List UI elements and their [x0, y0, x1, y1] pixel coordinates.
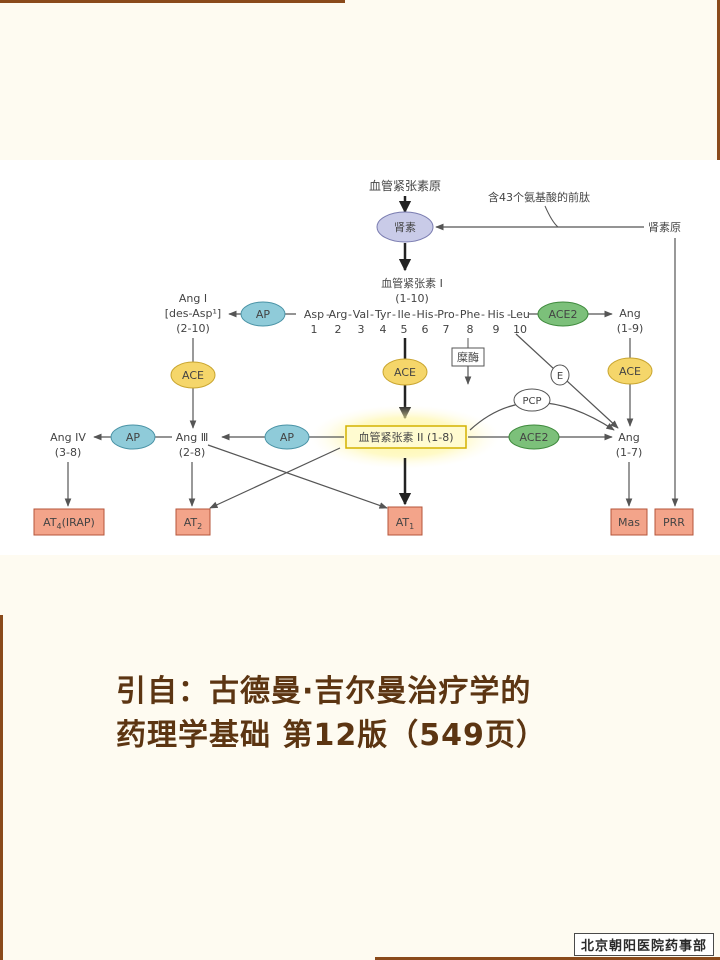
svg-text:-: -: [326, 308, 330, 321]
ap-enzyme-left: [110, 424, 156, 450]
frame-bottom-right: [375, 957, 720, 960]
svg-text:-: -: [412, 308, 416, 321]
ace-label-right: ACE: [619, 365, 641, 378]
pos-3: 3: [358, 323, 365, 336]
watermark-stamp: 北京朝阳医院药事部: [573, 933, 714, 956]
ap-label-top: AP: [256, 308, 271, 321]
desasp-line2: [des-Asp¹]: [165, 307, 221, 320]
aa-5: Ile: [397, 308, 410, 321]
prr-receptor-label: PRR: [663, 516, 685, 529]
svg-text:-: -: [348, 308, 352, 321]
ang4-line1: Ang IV: [50, 431, 86, 444]
aa-6: His: [416, 308, 433, 321]
at2-receptor-box: [175, 508, 211, 536]
ang4-line2: (3-8): [55, 446, 82, 459]
desasp-line3: (2-10): [176, 322, 210, 335]
renin-label: 肾素: [394, 221, 416, 234]
aa-1: Asp: [304, 308, 324, 321]
angiotensinogen-label: 血管紧张素原: [369, 178, 441, 193]
ang19-line1: Ang: [619, 307, 640, 320]
ang3-line1: Ang Ⅲ: [176, 431, 209, 444]
aa-4: Tyr: [374, 308, 392, 321]
ang19-line2: (1-9): [617, 322, 644, 335]
renin-enzyme: [376, 211, 434, 243]
pos-8: 8: [467, 323, 474, 336]
ace-enzyme-left: [170, 361, 216, 389]
aa-10: Leu: [510, 308, 530, 321]
ap-label-middle: AP: [280, 431, 295, 444]
at4-receptor-box: [33, 508, 105, 536]
caption-line-1: 引自：古德曼·吉尔曼治疗学的: [116, 674, 532, 709]
arrow-ang3-to-at1: [207, 444, 388, 509]
ace-enzyme-right: [607, 357, 653, 385]
e-label: E: [557, 371, 563, 382]
svg-text:-: -: [481, 308, 485, 321]
ap-enzyme-top: [240, 301, 286, 327]
pos-9: 9: [493, 323, 500, 336]
svg-text:-: -: [434, 308, 438, 321]
ang2-label: 血管紧张素 II (1-8): [358, 430, 453, 444]
aa-9: His: [487, 308, 504, 321]
pos-10: 10: [513, 323, 527, 336]
svg-text:-: -: [455, 308, 459, 321]
chymase-label: 糜酶: [457, 350, 479, 364]
e-enzyme: [550, 364, 570, 386]
ang1-name: 血管紧张素 I: [381, 276, 443, 290]
pos-5: 5: [401, 323, 408, 336]
prr-receptor-box: [654, 508, 694, 536]
ang3-line2: (2-8): [179, 446, 206, 459]
frame-left-bottom: [0, 615, 3, 960]
prorenin-label: 肾素原: [648, 221, 681, 234]
pos-1: 1: [311, 323, 318, 336]
ap-enzyme-middle: [264, 424, 310, 450]
frame-top-left: [0, 0, 345, 3]
svg-text:-: -: [507, 308, 511, 321]
mas-receptor-label: Mas: [618, 516, 640, 529]
svg-text:-: -: [370, 308, 374, 321]
pcp-enzyme: [513, 388, 551, 412]
caption-line-2: 药理学基础 第12版（549页）: [116, 718, 547, 753]
precursor-note: 含43个氨基酸的前肽: [488, 190, 590, 204]
ace2-enzyme-top: [537, 301, 589, 327]
aa-7: Pro: [437, 308, 455, 321]
at4-receptor-label: AT4(IRAP): [43, 516, 95, 531]
ace-label-left: ACE: [182, 369, 204, 382]
at1-receptor-label: AT1: [396, 516, 414, 531]
ap-label-left: AP: [126, 431, 141, 444]
aa-8: Phe: [460, 308, 481, 321]
ang2-box: [345, 425, 467, 449]
pos-6: 6: [422, 323, 429, 336]
sequence-position-numbers: 1 2 3 4 5 6 7 8 9 10: [311, 323, 528, 336]
pos-7: 7: [443, 323, 450, 336]
ang17-line1: Ang: [618, 431, 639, 444]
desasp-line1: Ang I: [179, 292, 207, 305]
pcp-label: PCP: [522, 396, 541, 407]
pos-4: 4: [380, 323, 387, 336]
ace-enzyme-center: [382, 358, 428, 386]
arrow-ang2-to-at2: [209, 447, 341, 509]
diagram-background: [0, 160, 720, 555]
ace-label-center: ACE: [394, 366, 416, 379]
svg-text:-: -: [392, 308, 396, 321]
amino-acid-sequence: Asp Arg Val Tyr Ile His Pro Phe His Leu …: [304, 308, 530, 321]
ace2-enzyme-middle: [508, 424, 560, 450]
at1-receptor-box: [387, 506, 423, 536]
at2-receptor-label: AT2: [184, 516, 202, 531]
mas-receptor-box: [610, 508, 648, 536]
ace2-label-top: ACE2: [549, 308, 578, 321]
aa-3: Val: [353, 308, 369, 321]
pos-2: 2: [335, 323, 342, 336]
ang17-line2: (1-7): [616, 446, 643, 459]
aa-2: Arg: [329, 308, 348, 321]
ace2-label-middle: ACE2: [520, 431, 549, 444]
precursor-note-pointer: [544, 205, 559, 228]
ang1-range: (1-10): [395, 292, 429, 305]
